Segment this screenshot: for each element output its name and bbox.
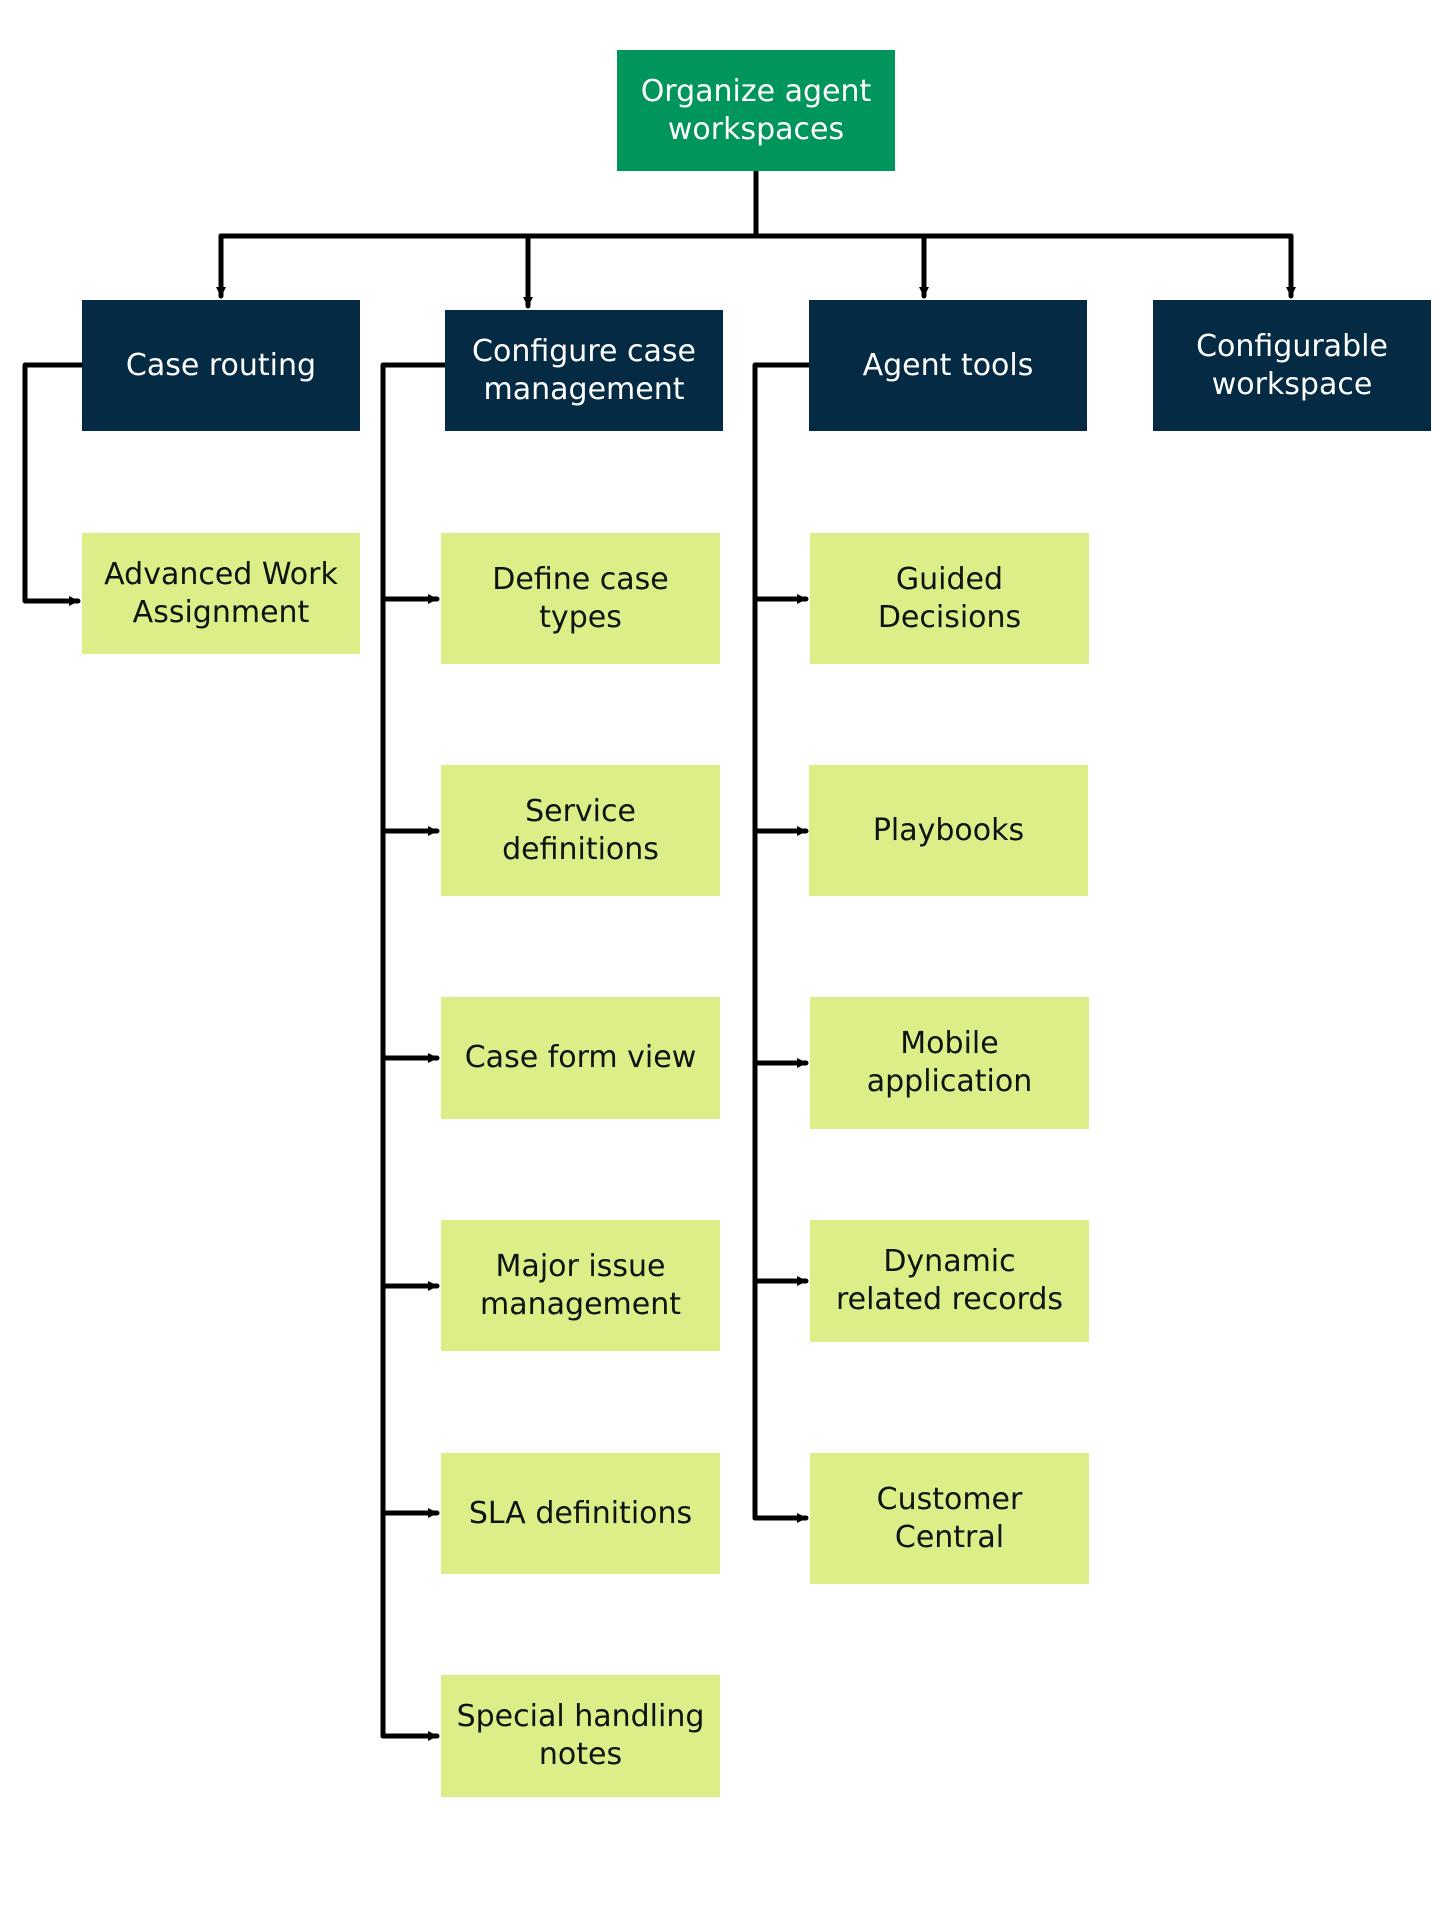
category-configure-case-management: Configure case management	[445, 310, 723, 431]
node-sla-definitions: SLA definitions	[441, 1453, 720, 1574]
node-customer-central: Customer Central	[810, 1453, 1089, 1584]
node-guided-decisions: Guided Decisions	[810, 533, 1089, 664]
node-service-definitions: Service definitions	[441, 765, 720, 896]
connector-case-routing-child	[22, 362, 85, 606]
node-dynamic-related-records: Dynamic related records	[810, 1220, 1089, 1342]
node-case-form-view: Case form view	[441, 997, 720, 1119]
category-configurable-workspace: Configurable workspace	[1153, 300, 1431, 431]
node-playbooks: Playbooks	[809, 765, 1088, 896]
node-mobile-application: Mobile application	[810, 997, 1089, 1129]
category-agent-tools: Agent tools	[809, 300, 1087, 431]
connector-configure-spine	[380, 362, 448, 1739]
node-major-issue-management: Major issue management	[441, 1220, 720, 1351]
node-advanced-work-assignment: Advanced Work Assignment	[82, 533, 360, 654]
category-case-routing: Case routing	[82, 300, 360, 431]
node-define-case-types: Define case types	[441, 533, 720, 664]
connector-agent-spine	[752, 362, 812, 1521]
node-special-handling-notes: Special handling notes	[441, 1675, 720, 1797]
root-node: Organize agent workspaces	[617, 50, 895, 171]
